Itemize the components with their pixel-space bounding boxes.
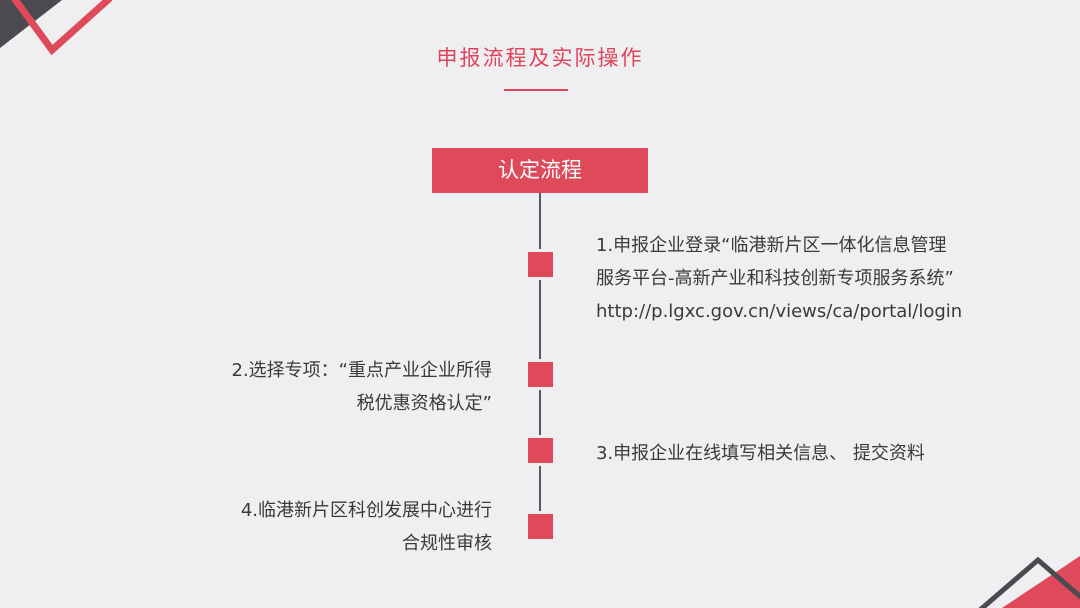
step-4-line-1: 4.临港新片区科创发展中心进行 bbox=[240, 500, 492, 521]
step-1-text: 1.申报企业登录“临港新片区一体化信息管理 服务平台-高新产业和科技创新专项服务… bbox=[596, 229, 962, 328]
step-1-url: http://p.lgxc.gov.cn/views/ca/portal/log… bbox=[596, 301, 963, 322]
timeline-marker-4 bbox=[528, 514, 553, 539]
corner-decoration-bottom-right bbox=[920, 448, 1080, 608]
step-3-text: 3.申报企业在线填写相关信息、 提交资料 bbox=[596, 437, 925, 470]
step-1-line-1: 1.申报企业登录“临港新片区一体化信息管理 bbox=[596, 235, 947, 256]
step-2-text: 2.选择专项：“重点产业企业所得 税优惠资格认定” bbox=[232, 354, 493, 420]
timeline-marker-2 bbox=[528, 362, 553, 387]
timeline-marker-1 bbox=[528, 252, 553, 277]
title-underline bbox=[504, 89, 568, 91]
step-2-line-1: 2.选择专项：“重点产业企业所得 bbox=[231, 360, 493, 381]
step-3-line-1: 3.申报企业在线填写相关信息、 提交资料 bbox=[596, 443, 925, 464]
step-2-line-2: 税优惠资格认定” bbox=[356, 393, 492, 414]
step-1-line-2: 服务平台-高新产业和科技创新专项服务系统” bbox=[596, 268, 954, 289]
page-title: 申报流程及实际操作 bbox=[436, 46, 644, 70]
flow-title-box: 认定流程 bbox=[432, 148, 648, 193]
timeline-line bbox=[539, 193, 541, 527]
step-4-line-2: 合规性审核 bbox=[402, 533, 492, 554]
step-4-text: 4.临港新片区科创发展中心进行 合规性审核 bbox=[241, 494, 492, 560]
corner-decoration-top-left bbox=[0, 0, 160, 160]
timeline-marker-3 bbox=[528, 438, 553, 463]
